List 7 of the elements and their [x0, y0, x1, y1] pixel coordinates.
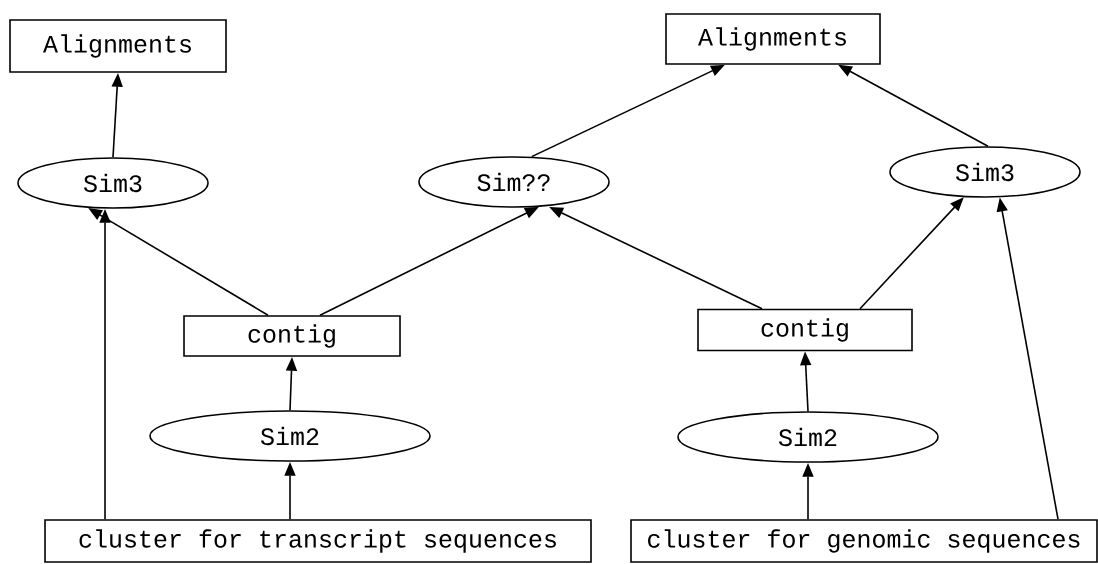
process-box: Alignments [9, 19, 227, 73]
process-box: Alignments [665, 13, 881, 65]
process-box: contig [183, 315, 401, 357]
data-box: cluster for genomic sequences [630, 519, 1098, 563]
process-box: contig [697, 308, 913, 352]
data-box: cluster for transcript sequences [44, 519, 592, 563]
arrow [859, 197, 964, 310]
